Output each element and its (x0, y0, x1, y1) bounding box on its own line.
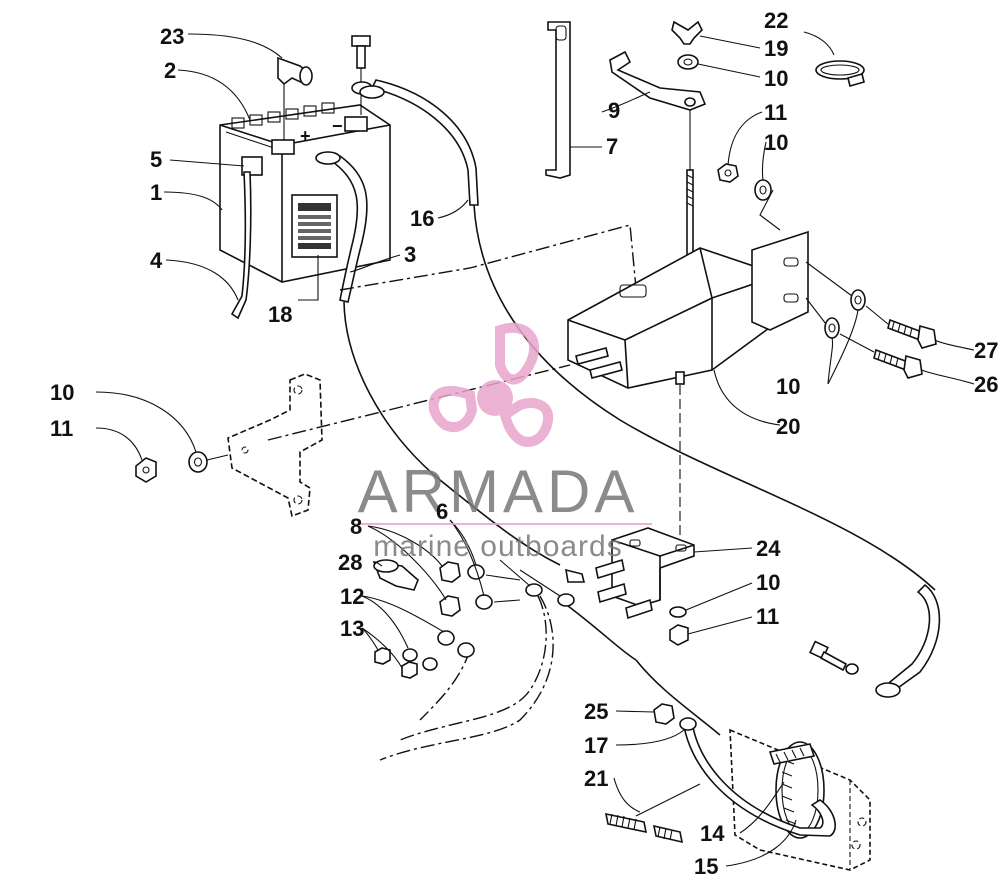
ground-cable (473, 204, 936, 591)
springs (604, 812, 684, 844)
watermark: ARMADA marine outboards (352, 322, 652, 563)
leader-lines (95, 31, 975, 867)
callout-2: 2 (164, 58, 176, 83)
terminal-bolt (351, 35, 373, 115)
callout-24: 24 (756, 536, 781, 561)
callout-4: 4 (150, 248, 163, 273)
callout-25: 25 (584, 699, 608, 724)
battery: + − (219, 102, 391, 283)
battery-vent-tube (230, 171, 252, 320)
battery-to-solenoid-cable (343, 301, 561, 566)
washer-left (188, 451, 208, 473)
callout-28: 28 (338, 550, 362, 575)
hex-nut-set (374, 561, 493, 679)
watermark-tagline: marine outboards (373, 530, 622, 563)
callout-7: 7 (606, 134, 618, 159)
battery-plus-sign: + (300, 126, 311, 146)
battery-terminal-negative (344, 116, 368, 132)
washer-solenoid (669, 606, 687, 618)
starter-solenoid (595, 527, 695, 620)
callout-13: 13 (340, 616, 364, 641)
tray-bolt-upper (887, 318, 937, 349)
washer (677, 54, 699, 70)
callout-16: 16 (410, 206, 434, 231)
hose-clamp (775, 741, 825, 839)
callout-11-solenoid: 11 (756, 604, 779, 629)
callout-3: 3 (404, 242, 416, 267)
cable-ring-terminal (315, 151, 341, 165)
callout-22: 22 (764, 8, 788, 33)
tray-washers (824, 289, 866, 339)
callout-14: 14 (700, 821, 725, 846)
callout-8: 8 (350, 514, 362, 539)
tie-strap (815, 60, 865, 87)
nut-left (135, 457, 157, 483)
battery-minus-sign: − (332, 116, 343, 136)
callout-labels: 23 2 5 1 4 18 3 16 7 9 19 10 22 11 10 27… (50, 8, 998, 879)
callout-17: 17 (584, 733, 608, 758)
nut-upper (717, 163, 739, 183)
starter-cable (679, 717, 836, 837)
solenoid-leads (379, 559, 721, 761)
propeller-logo (428, 322, 554, 447)
callout-10-left: 10 (50, 380, 74, 405)
positive-cable (328, 155, 368, 303)
callout-10-solenoid: 10 (756, 570, 780, 595)
callout-5: 5 (150, 147, 162, 172)
callout-18: 18 (268, 302, 292, 327)
battery-warning-label (291, 194, 338, 258)
negative-cable (370, 79, 479, 206)
callout-21: 21 (584, 766, 608, 791)
callout-23: 23 (160, 24, 184, 49)
wing-nut (671, 20, 703, 45)
battery-strap (545, 21, 571, 179)
callout-10-top: 10 (764, 66, 788, 91)
nut-solenoid (669, 624, 689, 646)
terminal-boot (277, 56, 313, 140)
callout-19: 19 (764, 36, 788, 61)
callout-11-top: 11 (764, 100, 787, 125)
tray-bolt-lower (873, 348, 923, 379)
callout-12: 12 (340, 584, 364, 609)
callout-6: 6 (436, 499, 448, 524)
mounting-plate (227, 373, 323, 518)
small-nut (653, 703, 675, 725)
terminal-cap (372, 559, 419, 591)
battery-terminal-positive (271, 139, 295, 155)
washer-upper (754, 179, 772, 201)
hold-down-bracket (609, 50, 707, 111)
callout-26: 26 (974, 372, 998, 397)
callout-27: 27 (974, 338, 998, 363)
callout-9: 9 (608, 98, 620, 123)
ground-bolt (809, 640, 859, 675)
battery-tray (567, 230, 809, 389)
callout-10-tray: 10 (776, 374, 800, 399)
callout-10-upper: 10 (764, 130, 788, 155)
clamp-band (768, 743, 816, 765)
ground-cable-end (888, 583, 941, 692)
callout-20: 20 (776, 414, 800, 439)
callout-1: 1 (150, 180, 162, 205)
watermark-brand: ARMADA (358, 458, 639, 525)
callout-11-left: 11 (50, 416, 73, 441)
callout-15: 15 (694, 854, 718, 879)
